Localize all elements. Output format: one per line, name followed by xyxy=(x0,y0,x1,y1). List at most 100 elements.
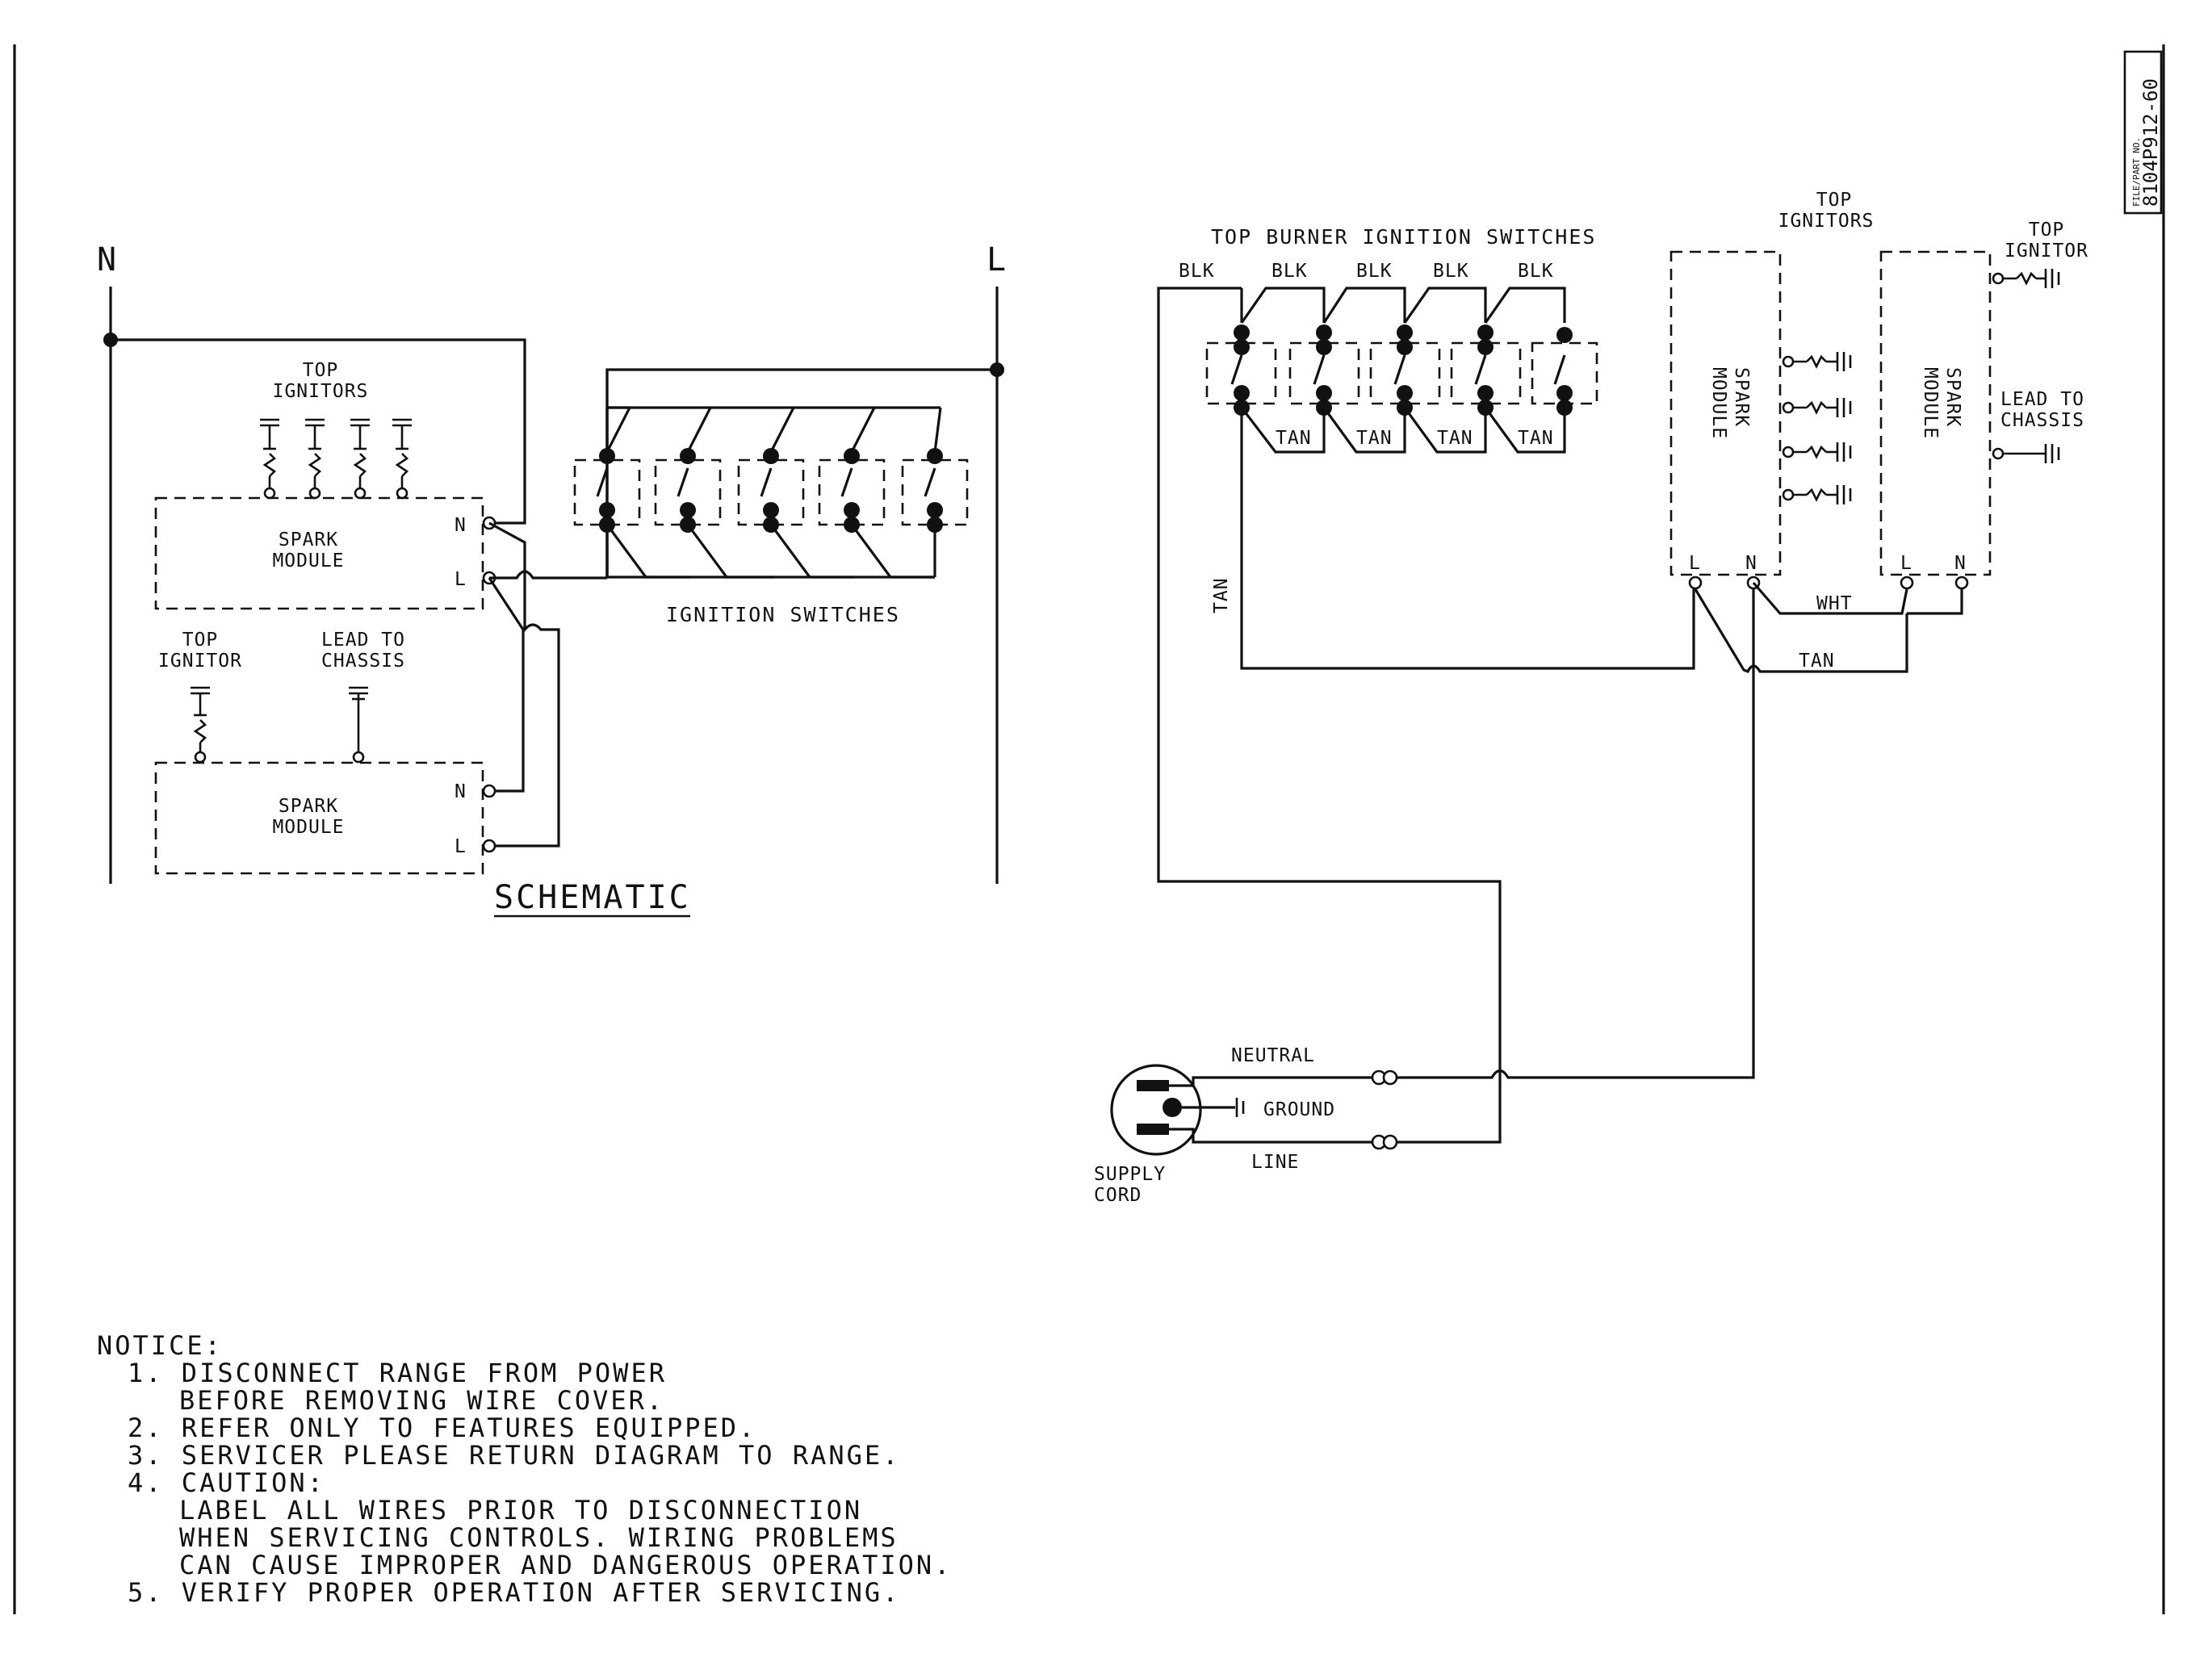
neutral-out-wire xyxy=(1397,1069,1514,1079)
schematic-ignition-switch-bank xyxy=(573,370,969,579)
schematic-ignitor-4 xyxy=(392,418,412,500)
notice-heading: NOTICE: xyxy=(97,1330,223,1361)
top-ignitors-label-2: IGNITORS xyxy=(273,381,369,402)
line-feed-wire xyxy=(605,368,997,577)
blk-label-4: BLK xyxy=(1433,261,1469,282)
wiring-spark-module-left-label: SPARK xyxy=(1731,367,1752,427)
schematic-ignitor-2 xyxy=(305,418,325,500)
notice-line-5: 4. CAUTION: xyxy=(128,1467,325,1498)
module-2-n-terminal xyxy=(482,784,496,798)
right-module-l-terminal xyxy=(1900,576,1914,590)
notice-line-7: WHEN SERVICING CONTROLS. WIRING PROBLEMS xyxy=(179,1522,899,1553)
spark-module-1-label-2: MODULE xyxy=(272,550,344,571)
wiring-spark-module-left-label-2: MODULE xyxy=(1708,367,1729,439)
notice-line-3: 2. REFER ONLY TO FEATURES EQUIPPED. xyxy=(128,1413,756,1443)
left-module-l-label: L xyxy=(1689,553,1701,574)
notice-line-6: LABEL ALL WIRES PRIOR TO DISCONNECTION xyxy=(179,1495,862,1526)
schematic-title: SCHEMATIC xyxy=(494,879,691,916)
neutral-feed-wire xyxy=(111,338,526,525)
schematic-spark-module-2 xyxy=(154,761,484,875)
right-module-n-label: N xyxy=(1954,553,1967,574)
tan-label-2: TAN xyxy=(1356,428,1393,449)
schematic-section: N L TOP IGNITORS xyxy=(97,241,1008,918)
wiring-switch-bank xyxy=(1205,287,1598,454)
wht-label: WHT xyxy=(1816,593,1853,614)
spark-module-2-label: SPARK xyxy=(279,796,338,817)
wiring-top-ignitor-label: TOP xyxy=(2029,220,2065,241)
left-module-l-terminal xyxy=(1688,576,1703,590)
right-module-n-terminal xyxy=(1954,576,1969,590)
line-out-wire xyxy=(1397,1074,1502,1144)
wiring-top-ignitors-label: TOP xyxy=(1816,190,1853,211)
neutral-riser-wire xyxy=(1514,589,1755,1079)
wiring-lead-to-chassis-label: LEAD TO xyxy=(2000,389,2084,410)
spark-module-2-label-2: MODULE xyxy=(272,817,344,838)
line-cord-wire xyxy=(1169,1128,1372,1144)
wiring-ignitor-leads xyxy=(1782,352,1852,504)
module-2-n-terminal-label: N xyxy=(455,781,467,802)
module-cross-wire-2 xyxy=(488,577,525,793)
schematic-ignitor-1 xyxy=(260,418,279,500)
notice-line-9: 5. VERIFY PROPER OPERATION AFTER SERVICI… xyxy=(128,1577,900,1608)
wiring-top-ignitor-label-2: IGNITOR xyxy=(2005,241,2088,262)
module-1-line-wire xyxy=(489,570,607,580)
part-number-block: FILE/PART NO. 8104P912-60 xyxy=(2123,50,2163,215)
wht-wire xyxy=(1752,581,1908,615)
wiring-section: TOP BURNER IGNITION SWITCHES BLK BLK BLK… xyxy=(1094,190,2088,1206)
tan-module-label: TAN xyxy=(1799,651,1835,672)
neutral-label: NEUTRAL xyxy=(1231,1045,1315,1066)
schematic-spark-module-1 xyxy=(154,496,484,610)
top-ignitor-label: TOP xyxy=(182,630,219,651)
neutral-connector-2 xyxy=(1382,1069,1398,1086)
module-1-l-terminal-label: L xyxy=(455,569,467,590)
notice-line-1: 1. DISCONNECT RANGE FROM POWER xyxy=(128,1358,667,1388)
line-label: LINE xyxy=(1251,1152,1299,1173)
wiring-lead-to-chassis-label-2: CHASSIS xyxy=(2000,410,2084,431)
module-cross-wire-1 xyxy=(488,521,560,848)
notice-block: NOTICE: 1. DISCONNECT RANGE FROM POWER B… xyxy=(97,1330,952,1608)
ground-label: GROUND xyxy=(1263,1099,1335,1120)
ignition-switches-label: IGNITION SWITCHES xyxy=(666,603,900,626)
module-2-l-terminal xyxy=(482,839,496,853)
top-ignitor-label-2: IGNITOR xyxy=(158,651,242,672)
notice-line-4: 3. SERVICER PLEASE RETURN DIAGRAM TO RAN… xyxy=(128,1440,900,1471)
wiring-top-ignitors-label-2: IGNITORS xyxy=(1778,211,1875,232)
lead-to-chassis-label: LEAD TO xyxy=(321,630,405,651)
notice-line-8: CAN CAUSE IMPROPER AND DANGEROUS OPERATI… xyxy=(179,1550,952,1580)
schematic-ignitor-3 xyxy=(350,418,370,500)
wiring-spark-module-left xyxy=(1669,250,1782,576)
tan-label-3: TAN xyxy=(1437,428,1473,449)
part-number-caption: FILE/PART NO. xyxy=(2131,137,2142,207)
wiring-spark-module-right xyxy=(1879,250,1992,576)
neutral-bus-label: N xyxy=(97,241,119,278)
schematic-single-ignitor xyxy=(191,686,210,764)
wiring-right-ignitor-lead xyxy=(1992,269,2060,288)
lead-to-chassis-label-2: CHASSIS xyxy=(321,651,405,672)
blk-label-3: BLK xyxy=(1356,261,1393,282)
tan-label-4: TAN xyxy=(1518,428,1554,449)
wiring-spark-module-right-label-2: MODULE xyxy=(1920,367,1941,439)
wiring-chassis-lead xyxy=(1992,444,2060,463)
supply-cord-plug xyxy=(1110,1064,1202,1156)
supply-cord-label: SUPPLY xyxy=(1094,1164,1166,1185)
part-number: 8104P912-60 xyxy=(2139,78,2162,207)
right-module-l-label: L xyxy=(1900,553,1912,574)
neutral-cord-wire xyxy=(1169,1076,1372,1087)
blk-label-5: BLK xyxy=(1518,261,1554,282)
schematic-chassis-lead xyxy=(349,686,368,764)
module-neutral-link xyxy=(1907,589,1963,615)
line-bus-label: L xyxy=(987,241,1008,278)
supply-cord-label-2: CORD xyxy=(1094,1185,1142,1206)
module-1-n-terminal-label: N xyxy=(455,515,467,536)
spark-module-1-label: SPARK xyxy=(279,529,338,550)
tan-vertical-label: TAN xyxy=(1211,577,1232,613)
blk-label-2: BLK xyxy=(1271,261,1308,282)
left-module-n-label: N xyxy=(1745,553,1757,574)
tan-label-1: TAN xyxy=(1276,428,1312,449)
line-connector-2 xyxy=(1382,1134,1398,1150)
notice-line-2: BEFORE REMOVING WIRE COVER. xyxy=(179,1385,664,1416)
ground-symbol xyxy=(1235,1098,1245,1117)
top-burner-switches-title: TOP BURNER IGNITION SWITCHES xyxy=(1211,225,1596,249)
blk-label-1: BLK xyxy=(1179,261,1215,282)
